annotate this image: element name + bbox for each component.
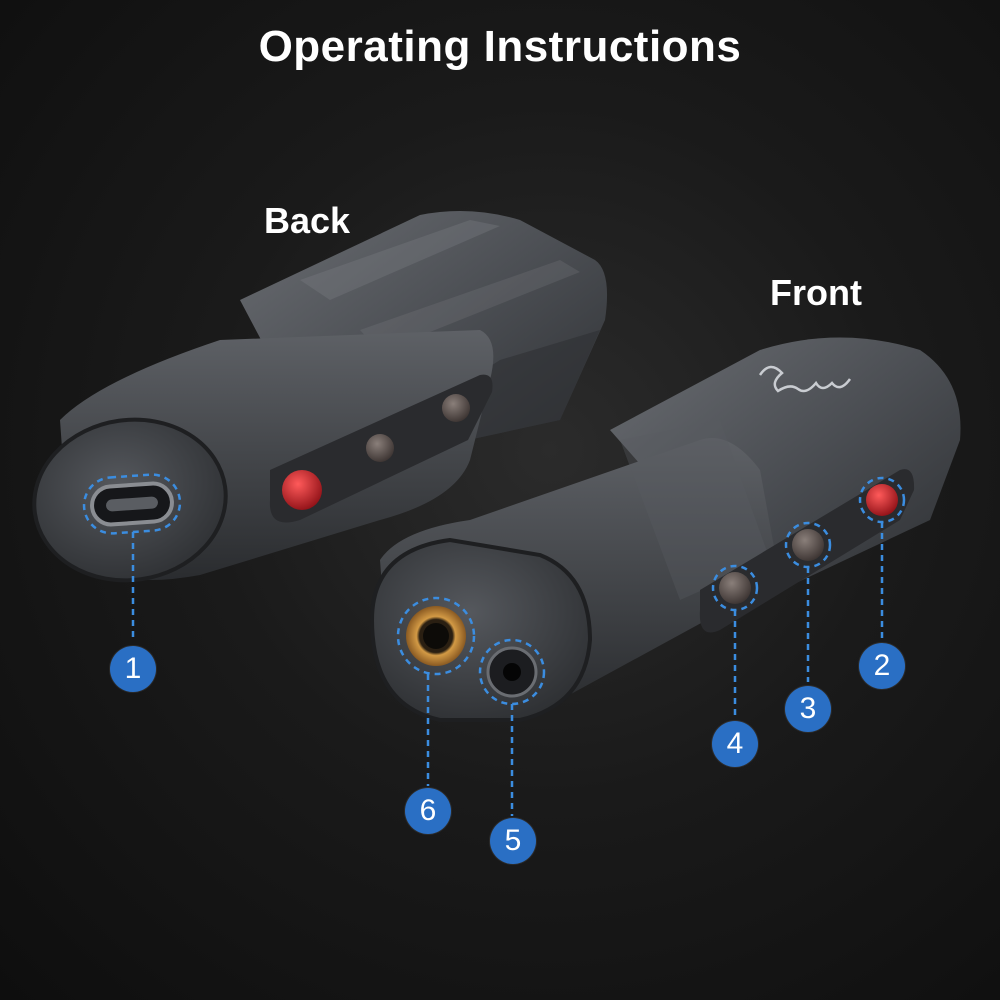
button-back-icon: [366, 434, 394, 462]
callout-badge-3: 3: [785, 686, 831, 732]
page-title: Operating Instructions: [258, 22, 742, 71]
small-jack-icon: [486, 646, 538, 698]
callout-badge-4: 4: [712, 721, 758, 767]
front-device: [369, 337, 961, 722]
usb-c-port-icon: [90, 481, 174, 527]
callout-badge-2: 2: [859, 643, 905, 689]
red-button-front-icon: [866, 484, 898, 516]
large-jack-icon: [406, 606, 466, 666]
brand-logo: [758, 365, 852, 393]
red-button-back-icon: [282, 470, 322, 510]
button-back-icon: [442, 394, 470, 422]
callout-ring-6: [396, 596, 476, 676]
callout-guides: [82, 473, 906, 816]
callout-badge-5: 5: [490, 818, 536, 864]
callout-ring-1: [82, 473, 182, 535]
back-device: [32, 211, 608, 583]
back-label: Back: [264, 200, 351, 241]
middle-button-front-icon: [792, 529, 824, 561]
front-label: Front: [770, 272, 862, 313]
lower-button-front-icon: [719, 572, 751, 604]
callout-badge-6: 6: [405, 788, 451, 834]
callout-badge-1: 1: [110, 646, 156, 692]
callout-ring-5: [478, 638, 546, 706]
